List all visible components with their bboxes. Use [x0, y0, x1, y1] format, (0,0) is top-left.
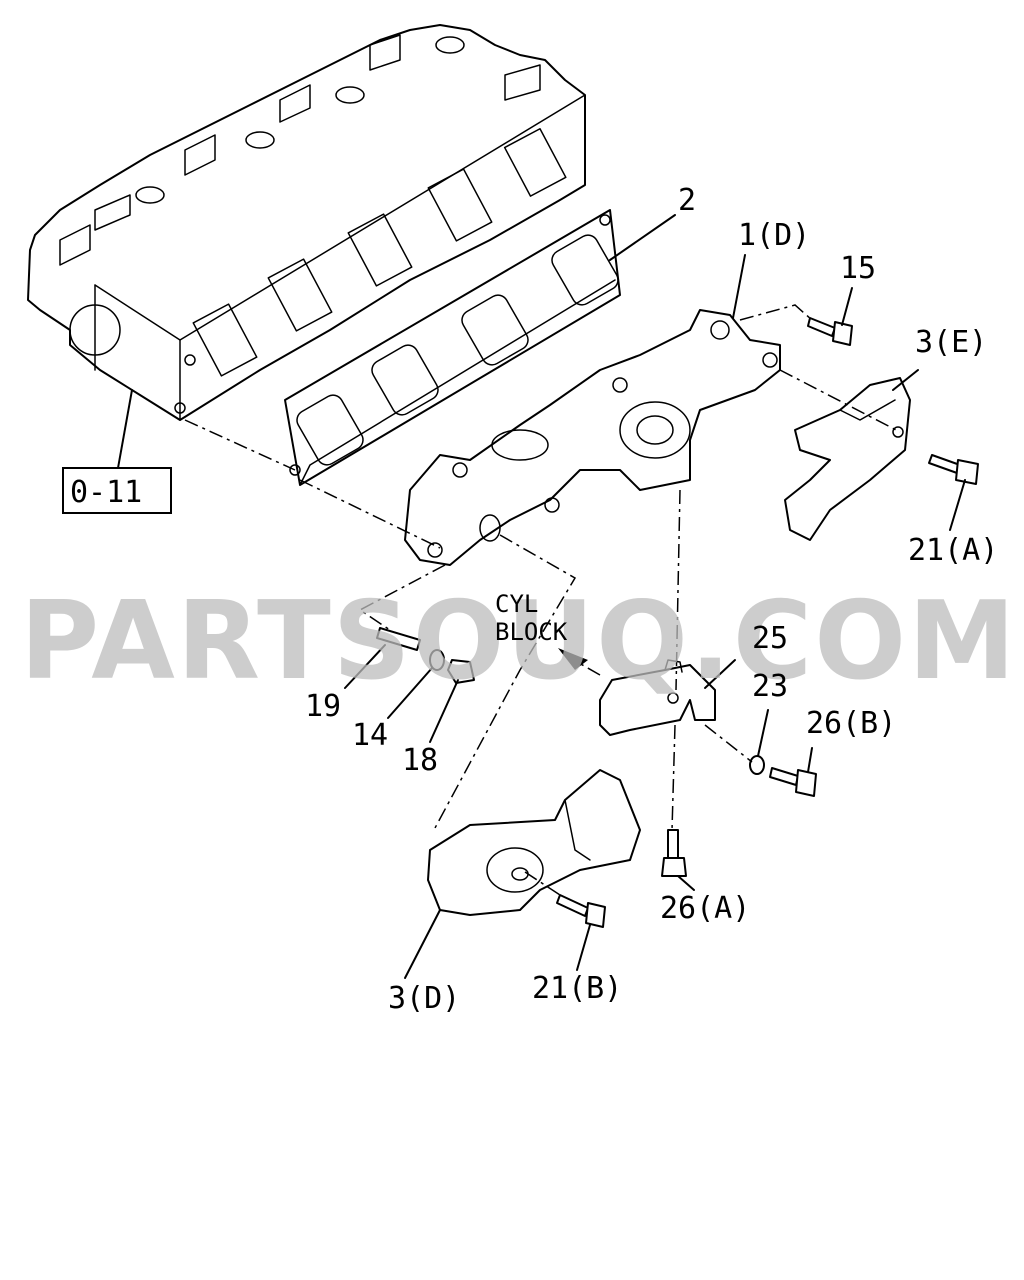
- callout-bolt-15[interactable]: 15: [840, 251, 876, 286]
- callout-manifold[interactable]: 1(D): [738, 218, 810, 253]
- callout-bolt-26b[interactable]: 26(B): [806, 706, 896, 741]
- callout-heat-shield-e[interactable]: 3(E): [915, 325, 987, 360]
- reference-box[interactable]: [62, 467, 172, 514]
- bracket: [599, 659, 716, 736]
- leader-lines: [117, 214, 966, 979]
- callout-bolt-21a[interactable]: 21(A): [908, 533, 998, 568]
- callout-stud-19[interactable]: 19: [305, 689, 341, 724]
- heat-shield-upper: [784, 377, 911, 541]
- watermark: PARTSOUQ.COM: [20, 579, 1017, 704]
- fasteners: [376, 317, 979, 928]
- exhaust-manifold: [404, 309, 781, 566]
- callout-bracket-25[interactable]: 25: [752, 621, 788, 656]
- cylinder-head: [27, 24, 586, 421]
- callout-washer-14[interactable]: 14: [352, 718, 388, 753]
- heat-shield-lower: [427, 769, 641, 916]
- cyl-block-label-line2: BLOCK: [495, 618, 568, 646]
- callout-bolt-26a[interactable]: 26(A): [660, 891, 750, 926]
- callout-bolt-21b[interactable]: 21(B): [532, 971, 622, 1006]
- exhaust-manifold-gasket: [284, 209, 621, 486]
- callout-gasket[interactable]: 2: [678, 183, 696, 218]
- callout-nut-18[interactable]: 18: [402, 743, 438, 778]
- callout-heat-shield-d[interactable]: 3(D): [388, 981, 460, 1016]
- callout-washer-23[interactable]: 23: [752, 669, 788, 704]
- cyl-block-arrow: [558, 648, 588, 670]
- reference-box-label: 0-11: [70, 475, 142, 510]
- cyl-block-label-line1: CYL: [495, 590, 538, 618]
